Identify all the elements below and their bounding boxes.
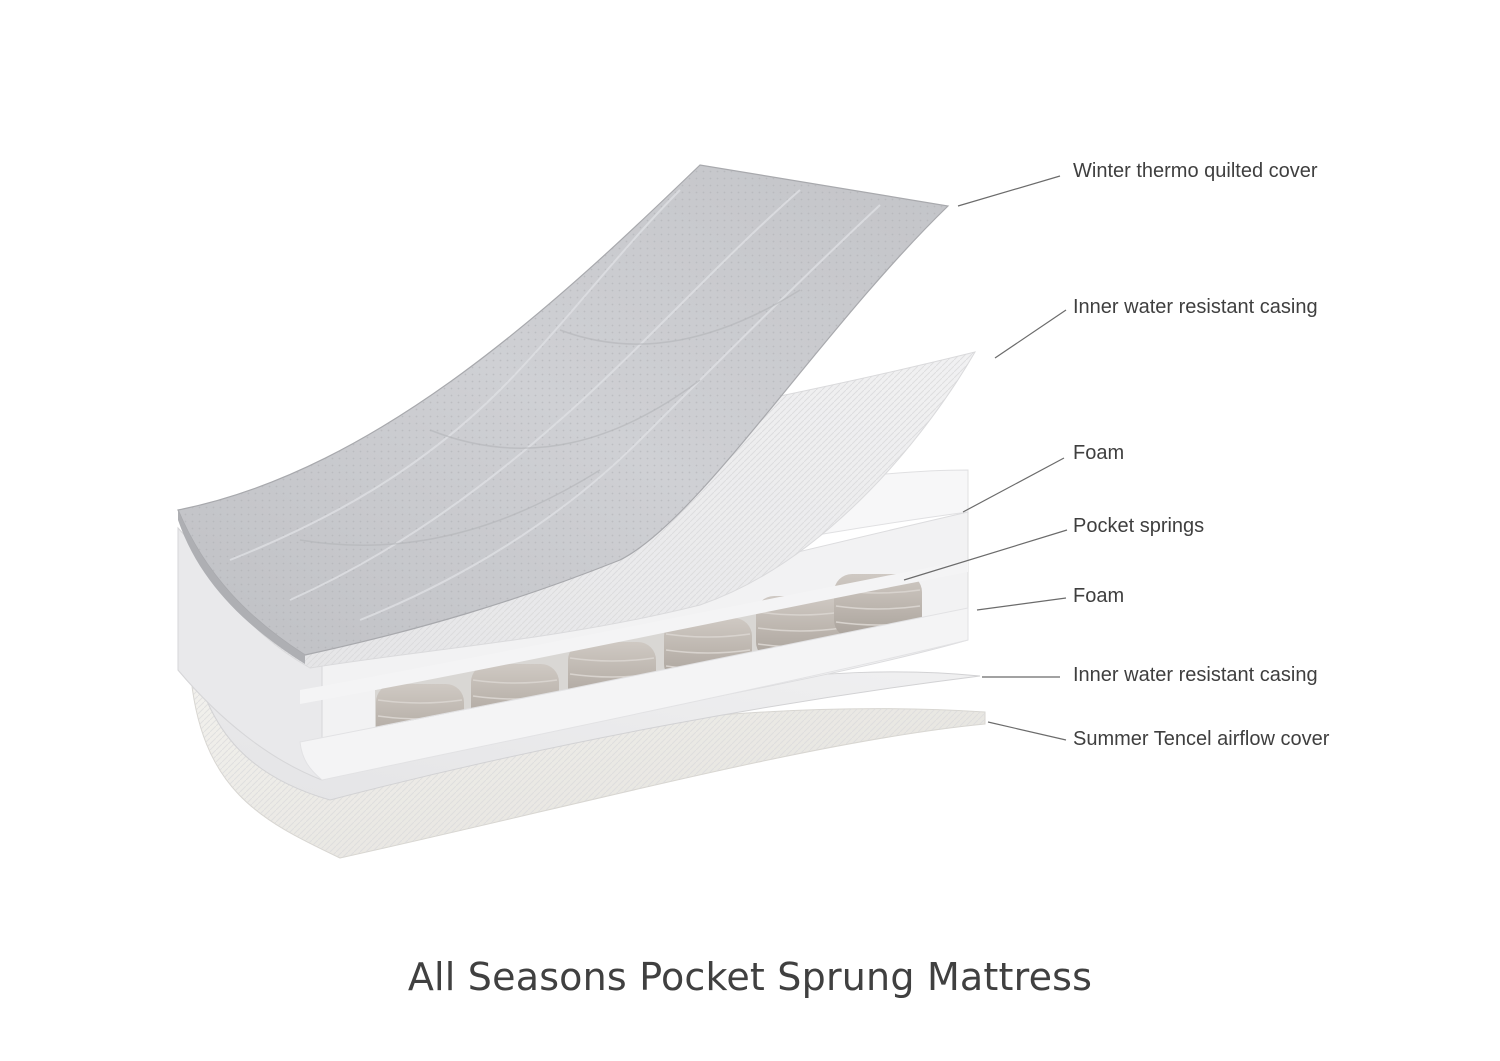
leader-line — [903, 529, 1068, 581]
leader-line — [976, 597, 1067, 611]
callout-pocket-springs: Pocket springs — [1073, 515, 1205, 537]
callout-upper-casing: Inner water resistant casing — [1073, 296, 1318, 318]
diagram-caption: All Seasons Pocket Sprung Mattress — [407, 955, 1093, 999]
leader-line — [987, 721, 1067, 741]
callout-lower-casing: Inner water resistant casing — [1073, 664, 1318, 686]
callout-summer-cover: Summer Tencel airflow cover — [1073, 728, 1330, 750]
callout-lower-foam: Foam — [1073, 585, 1125, 607]
leader-line — [994, 309, 1067, 359]
callout-upper-foam: Foam — [1073, 442, 1125, 464]
leader-line — [957, 175, 1061, 207]
callout-winter-cover: Winter thermo quilted cover — [1073, 160, 1318, 182]
leader-line — [962, 457, 1065, 513]
leader-lines — [903, 175, 1068, 741]
winter-quilted-cover-layer — [177, 164, 950, 664]
